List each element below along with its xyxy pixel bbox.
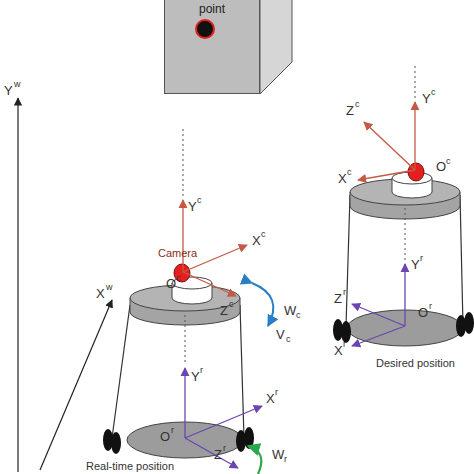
axis-index: c [446,157,451,166]
axis-letter: Y [422,92,431,105]
axis-index: r [275,388,278,397]
axis-letter: Z [346,104,354,117]
target-box: point [164,0,260,94]
axis-index: r [429,302,432,311]
axis-letter: O [166,277,176,290]
velocity-index: r [284,455,287,464]
axis-index: c [347,168,352,177]
axis-index: c [197,196,202,205]
axis-index: c [261,230,266,239]
axis-letter: Y [188,200,197,213]
velocity-index: c [286,335,291,344]
axis-index: r [223,444,226,453]
axis-letter: X [266,392,275,405]
position-caption: Desired position [376,358,455,369]
axis-index: c [355,100,360,109]
axis-index: r [420,254,423,263]
axis-index: c [229,300,234,309]
axis-index: r [343,340,346,349]
node-text: point [165,3,259,15]
position-caption: Real-time position [86,461,174,472]
axis-letter: Y [4,84,13,97]
axis-letter: Y [191,370,200,383]
axis-letter: X [334,344,343,357]
velocity-letter: W [284,304,296,317]
axis-index: w [14,80,21,89]
axis-letter: O [418,306,428,319]
axis-index: r [171,426,174,435]
axis-index: c [431,88,436,97]
axis-index: r [200,366,203,375]
axis-letter: X [338,172,347,185]
axis-letter: O [160,430,170,443]
axis-index: w [106,283,113,292]
axis-index: r [343,288,346,297]
velocity-letter: V [276,328,285,341]
velocity-index: c [296,311,301,320]
axis-letter: X [252,234,261,247]
axis-letter: Y [411,258,420,271]
target-dot [195,19,215,39]
axis-index: c [176,274,181,283]
axis-letter: Z [214,448,222,461]
camera-label: Camera [158,248,197,259]
axis-letter: Z [220,304,228,317]
axis-letter: Z [334,292,342,305]
velocity-letter: W [272,448,284,461]
axis-letter: X [96,287,105,300]
axis-letter: O [436,160,446,173]
